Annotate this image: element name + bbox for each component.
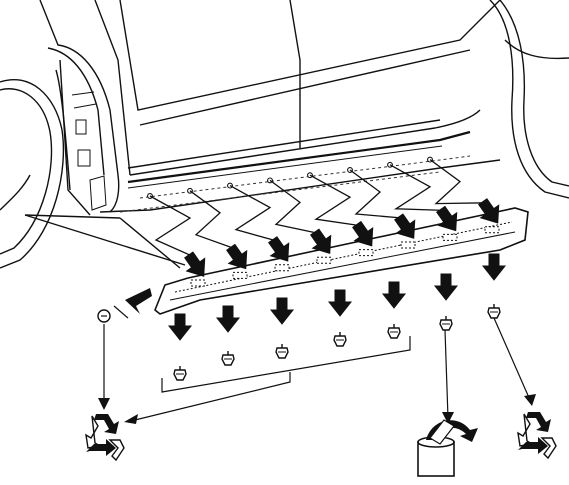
clip-leader-line [429, 159, 487, 205]
waste-can-icon [417, 419, 478, 477]
clip-fastener [487, 303, 501, 319]
clip-leader-line [229, 185, 277, 242]
clip-fastener [333, 331, 347, 347]
clip-leader-line [349, 169, 403, 219]
garnish-clip-seats [190, 226, 500, 287]
down-arrow-icon [382, 281, 406, 309]
clip-fastener [275, 343, 289, 359]
side-sill-garnish [154, 207, 529, 315]
recycle-icon [85, 414, 125, 462]
clip-leader-lines [149, 159, 487, 257]
down-arrow-icon [434, 273, 458, 301]
clip-locations-dashed [119, 155, 471, 213]
down-arrow-icon [270, 297, 294, 325]
garnish-clip-seat [190, 279, 206, 287]
pillar-detail [71, 91, 107, 211]
garnish-clip-seat [232, 271, 248, 279]
garnish-clip-seat [274, 264, 290, 272]
clip-fastener [221, 350, 235, 366]
garnish-clip-seat [442, 233, 458, 241]
garnish-clip-seat [358, 249, 374, 257]
car-body-outline [0, 0, 569, 269]
clip-leader-line [189, 190, 235, 250]
recycle-icon [517, 411, 557, 459]
end-screw-group [97, 288, 152, 323]
clip-leader-line [309, 174, 361, 227]
left-arrow [125, 288, 152, 314]
down-arrow-icon [168, 313, 192, 341]
clip-fastener [173, 365, 187, 381]
clip-fastener [439, 315, 453, 331]
down-arrow-icon [328, 289, 352, 317]
disposal-leaders [103, 317, 531, 419]
down-arrow-icon [216, 305, 240, 333]
clip-leader-line [149, 195, 193, 257]
garnish-clip-seat [400, 241, 416, 249]
body-clip-holes [147, 156, 433, 199]
garnish-clip-seat [316, 256, 332, 264]
garnish-clip-seat [484, 226, 500, 234]
end-screw [97, 309, 111, 323]
down-arrow-icon [482, 253, 506, 281]
fastener-group-bracket [134, 336, 411, 421]
clip-leader-line [389, 164, 445, 212]
clip-fastener [387, 323, 401, 339]
clip-leader-line [269, 179, 319, 234]
